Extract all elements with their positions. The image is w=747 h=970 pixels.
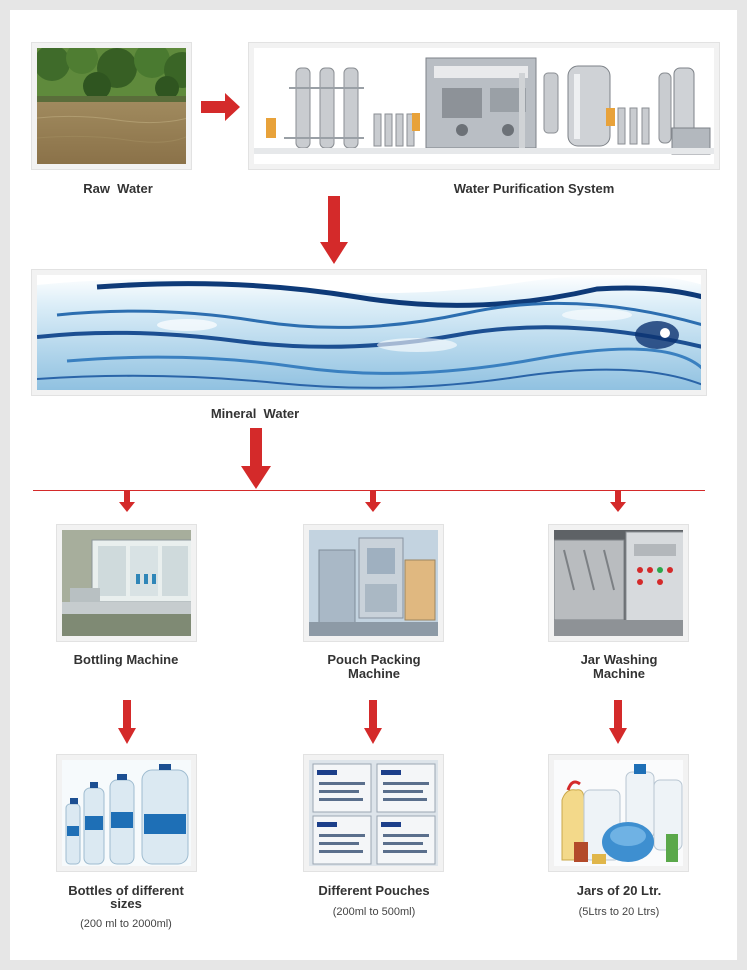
arrow-icon	[610, 491, 626, 512]
arrow-icon	[118, 700, 136, 744]
jar-washing-label-line1: Jar Washing	[580, 652, 658, 667]
jars-label: Jars of 20 Ltr.	[576, 883, 662, 898]
bottling-machine-image	[56, 524, 197, 642]
bottles-label-line1: Bottles of different	[68, 883, 184, 898]
jars-range: (5Ltrs to 20 Ltrs)	[578, 906, 660, 918]
distribution-line	[33, 490, 705, 491]
bottling-machine-label: Bottling Machine	[73, 652, 179, 667]
bottles-label-line2: sizes	[110, 896, 142, 911]
pouch-packing-label-line2: Machine	[347, 666, 400, 681]
pouches-range: (200ml to 500ml)	[332, 906, 416, 918]
arrow-icon	[201, 93, 240, 121]
pouch-packing-machine-image	[303, 524, 444, 642]
purification-system-image	[248, 42, 720, 170]
raw-water-label: Raw Water	[83, 181, 153, 196]
arrow-icon	[364, 700, 382, 744]
pouches-label: Different Pouches	[318, 883, 430, 898]
jar-washing-machine-image	[548, 524, 689, 642]
mineral-water-label: Mineral Water	[210, 406, 300, 421]
pouches-image	[303, 754, 444, 872]
raw-water-image	[31, 42, 192, 170]
pouch-packing-label-line1: Pouch Packing	[327, 652, 421, 667]
bottles-range: (200 ml to 2000ml)	[80, 918, 172, 930]
purification-label: Water Purification System	[453, 181, 615, 196]
arrow-icon	[119, 491, 135, 512]
bottles-image	[56, 754, 197, 872]
mineral-water-image	[31, 269, 707, 396]
jar-washing-label-line2: Machine	[592, 666, 645, 681]
arrow-icon	[241, 428, 271, 489]
arrow-icon	[365, 491, 381, 512]
jars-image	[548, 754, 689, 872]
arrow-icon	[320, 196, 348, 264]
arrow-icon	[609, 700, 627, 744]
